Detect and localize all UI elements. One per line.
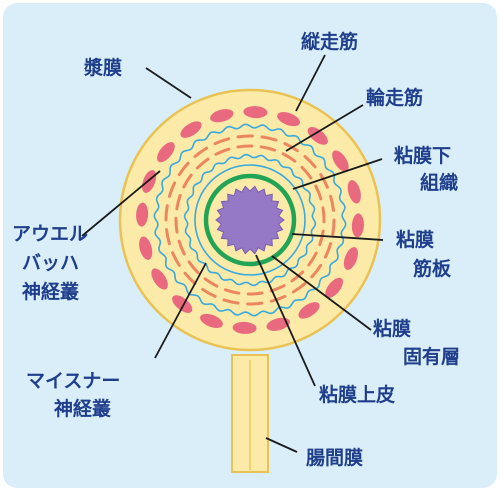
circular-muscle-dash [290, 270, 305, 283]
label-submucosa-line1: 粘膜下 [394, 144, 451, 167]
longitudinal-muscle-cell [332, 150, 349, 172]
circular-muscle-dash [259, 145, 277, 152]
circular-muscle-dash [246, 301, 264, 306]
circular-muscle-dash [214, 147, 231, 156]
longitudinal-muscle-cell [298, 302, 320, 319]
label-serosa: 漿膜 [83, 56, 122, 79]
circular-muscle-dash [182, 173, 193, 189]
label-mesentery: 腸間膜 [306, 446, 363, 469]
label-epithelium: 粘膜上皮 [319, 383, 395, 406]
circular-muscle-dash [291, 282, 307, 294]
longitudinal-muscle-cell [151, 268, 168, 290]
circular-muscle-dash [236, 134, 254, 139]
label-muscularis-mucosae-line1: 粘膜 [396, 228, 434, 251]
leader-meissner [154, 262, 207, 359]
circular-muscle-dash [269, 294, 287, 303]
circular-muscle-dash [187, 260, 200, 275]
longitudinal-muscle-cell [243, 106, 268, 119]
label-auerbach-line3: 神経叢 [22, 280, 79, 303]
circular-muscle-dash [167, 181, 177, 198]
circular-muscle-dash [307, 251, 318, 267]
circular-muscle-dash [223, 288, 241, 295]
circular-muscle-dash [329, 194, 335, 212]
label-submucosa-line2: 組織 [420, 171, 458, 194]
circular-muscle-dash [175, 193, 182, 211]
circular-muscle-dash [314, 184, 323, 201]
circular-muscle-dash [236, 144, 254, 149]
label-meissner-line2: 神経叢 [54, 397, 111, 420]
muscularis-mucosae-ring [203, 173, 297, 267]
circular-muscle-dash [177, 161, 190, 177]
circular-muscle-dash [321, 206, 326, 224]
submucosa-ring [194, 164, 306, 276]
circular-muscle-dash [174, 216, 179, 234]
circular-muscle-dash [319, 173, 329, 189]
leader-lamina-propria [271, 255, 372, 331]
circular-muscle-dash [310, 263, 323, 279]
longitudinal-muscle-cell [307, 127, 328, 145]
longitudinal-muscle-cell [343, 247, 358, 270]
meissner-plexus-line [183, 153, 317, 287]
longitudinal-muscle-cell [266, 317, 290, 331]
auerbach-plexus-line [153, 123, 347, 317]
circular-muscle-dashes [164, 134, 336, 306]
circular-muscle-dash [246, 291, 264, 296]
longitudinal-muscle-cell [325, 277, 343, 298]
epithelium-star [215, 185, 285, 255]
longitudinal-muscle-cell [139, 236, 153, 260]
circular-muscle-dash [269, 284, 286, 293]
label-lamina-propria-line2: 固有層 [403, 345, 460, 368]
longitudinal-muscle-cell [210, 109, 234, 123]
circular-muscle-dash [165, 228, 171, 246]
longitudinal-muscle-cell [347, 180, 361, 204]
circular-muscle-dash [201, 287, 217, 298]
circular-muscle-dash [195, 157, 210, 170]
longitudinal-muscle-cell [142, 170, 157, 193]
circular-muscle-dash [177, 239, 186, 256]
leader-longitudinal [295, 54, 326, 112]
circular-muscle-dash [318, 229, 325, 247]
longitudinal-muscle-cells [136, 106, 364, 334]
circular-muscle-dash [281, 152, 297, 163]
label-longitudinal-muscle: 縦走筋 [301, 30, 358, 53]
label-lamina-propria-line1: 粘膜 [373, 317, 411, 340]
label-muscularis-mucosae-line2: 筋板 [413, 257, 452, 280]
longitudinal-muscle-cell [277, 112, 300, 127]
circular-muscle-dash [203, 277, 219, 288]
circular-muscle-dash [164, 204, 169, 222]
circular-muscle-dash [193, 146, 209, 158]
longitudinal-muscle-cell [172, 295, 193, 313]
circular-muscle-dash [213, 137, 231, 146]
label-auerbach-line2: バッハ [22, 252, 79, 274]
leader-serosa [145, 67, 192, 99]
leader-auerbach [81, 170, 161, 237]
longitudinal-muscle-cell [157, 142, 175, 163]
circular-muscle-dash [222, 298, 240, 305]
longitudinal-muscle-cell [351, 213, 364, 238]
circular-muscle-dash [171, 251, 181, 267]
leader-mesentery [265, 437, 298, 453]
leader-circular [285, 104, 364, 152]
leader-muscularis-mucosae [291, 233, 384, 241]
leader-epithelium [255, 254, 316, 387]
circular-muscle-dash [323, 242, 333, 259]
label-meissner-line1: マイスナー [26, 370, 120, 392]
longitudinal-muscle-cell [136, 202, 149, 227]
longitudinal-muscle-cell [180, 121, 202, 138]
label-auerbach-line1: アウエル [12, 223, 88, 245]
longitudinal-muscle-cell [200, 313, 223, 328]
leader-lines [81, 54, 384, 453]
longitudinal-muscle-cell [232, 321, 257, 334]
circular-muscle-dash [260, 135, 278, 142]
circular-muscle-dash [331, 218, 336, 236]
circular-muscle-dash [303, 155, 317, 169]
circular-muscle-dash [300, 165, 313, 180]
leader-submucosa [292, 158, 383, 190]
label-circular-muscle: 輪走筋 [366, 86, 423, 109]
